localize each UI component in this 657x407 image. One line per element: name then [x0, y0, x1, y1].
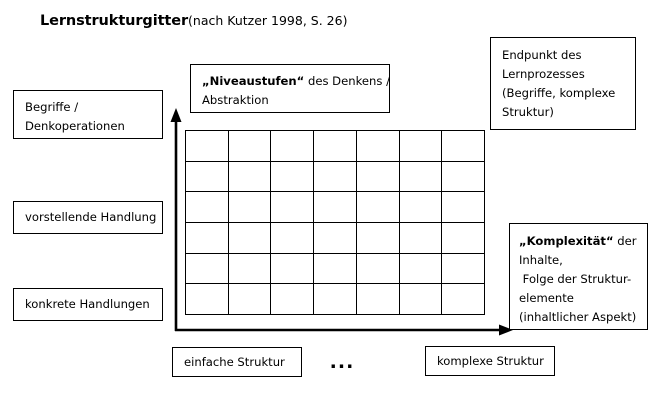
grid-cell[interactable] — [398, 221, 443, 254]
grid-cell[interactable] — [398, 283, 443, 315]
grid-cell[interactable] — [185, 191, 229, 223]
grid-cell[interactable] — [313, 252, 357, 285]
caption-bold: „Niveaustufen“ — [202, 74, 305, 88]
grid-cell[interactable] — [185, 283, 229, 315]
annotation-bold: „Komplexität“ — [519, 234, 614, 248]
grid-cell[interactable] — [227, 283, 272, 315]
grid-cell[interactable] — [355, 221, 400, 254]
caption-line: Abstraktion — [202, 93, 269, 107]
grid-cell[interactable] — [270, 160, 315, 193]
annotation-line: Lernprozesses — [502, 67, 585, 81]
x-axis-ellipsis: ... — [329, 351, 355, 373]
grid-row — [185, 160, 485, 193]
grid-cell[interactable] — [355, 160, 400, 193]
grid-cell[interactable] — [355, 252, 400, 285]
annotation-komplexitaet-inhalte: „Komplexität“ der Inhalte, Folge der Str… — [509, 223, 648, 330]
grid-cell[interactable] — [441, 221, 485, 254]
label-line: einfache Struktur — [184, 355, 285, 369]
label-line: Begriffe / — [25, 100, 79, 114]
grid-cell[interactable] — [270, 130, 315, 162]
grid-cell[interactable] — [441, 191, 485, 223]
grid-cell[interactable] — [227, 191, 272, 223]
annotation-line: Struktur) — [502, 105, 554, 119]
grid-cell[interactable] — [185, 252, 229, 285]
caption-rest: des Denkens / — [304, 74, 391, 88]
annotation-endpunkt-lernprozess: Endpunkt des Lernprozesses (Begriffe, ko… — [490, 37, 636, 130]
horizontal-axis-arrow — [175, 324, 513, 336]
annotation-line: „Komplexität“ der — [519, 232, 637, 251]
x-axis-label-einfache-struktur: einfache Struktur — [172, 347, 302, 377]
x-axis-label-komplexe-struktur: komplexe Struktur — [425, 346, 555, 376]
page-title: Lernstrukturgitter(nach Kutzer 1998, S. … — [40, 10, 347, 30]
annotation-line: (Begriffe, komplexe — [502, 86, 616, 100]
grid-row — [185, 283, 485, 315]
grid-cell[interactable] — [227, 160, 272, 193]
grid-cell[interactable] — [227, 221, 272, 254]
grid-cell[interactable] — [398, 160, 443, 193]
grid-cell[interactable] — [185, 130, 229, 162]
grid-row — [185, 252, 485, 285]
y-axis-label-vorstellende-handlung: vorstellende Handlung — [13, 201, 163, 234]
y-axis-label-begriffe-denkoperationen: Begriffe / Denkoperationen — [13, 90, 163, 139]
label-line: vorstellende Handlung — [25, 210, 157, 224]
annotation-rest: der — [613, 234, 637, 248]
grid-cell[interactable] — [441, 130, 485, 162]
grid-cell[interactable] — [313, 221, 357, 254]
grid-cell[interactable] — [313, 160, 357, 193]
annotation-line: (inhaltlicher Aspekt) — [519, 310, 637, 324]
grid-cell[interactable] — [270, 252, 315, 285]
grid-cell[interactable] — [185, 160, 229, 193]
lernstrukturgitter-grid — [185, 130, 485, 315]
grid-row — [185, 130, 485, 162]
grid-cell[interactable] — [441, 252, 485, 285]
caption-line: „Niveaustufen“ des Denkens / — [202, 72, 390, 91]
grid-cell[interactable] — [355, 283, 400, 315]
grid-cell[interactable] — [270, 221, 315, 254]
grid-cell[interactable] — [398, 130, 443, 162]
grid-cell[interactable] — [398, 191, 443, 223]
label-line: Denkoperationen — [25, 119, 125, 133]
grid-cell[interactable] — [441, 283, 485, 315]
y-axis-caption-niveaustufen: „Niveaustufen“ des Denkens / Abstraktion — [190, 64, 390, 113]
grid-cell[interactable] — [227, 130, 272, 162]
grid-cell[interactable] — [270, 191, 315, 223]
grid-cell[interactable] — [270, 283, 315, 315]
vertical-axis-arrow — [170, 108, 182, 331]
label-line: konkrete Handlungen — [25, 297, 150, 311]
grid-cell[interactable] — [441, 160, 485, 193]
annotation-line: Folge der Struktur- — [519, 272, 632, 286]
y-axis-label-konkrete-handlungen: konkrete Handlungen — [13, 288, 163, 321]
grid-cell[interactable] — [398, 252, 443, 285]
grid-cell[interactable] — [227, 252, 272, 285]
grid-cell[interactable] — [313, 191, 357, 223]
grid-cell[interactable] — [313, 283, 357, 315]
grid-row — [185, 191, 485, 223]
grid-row — [185, 221, 485, 254]
grid-cell[interactable] — [355, 191, 400, 223]
grid-cell[interactable] — [355, 130, 400, 162]
page-title-source: (nach Kutzer 1998, S. 26) — [188, 13, 348, 28]
grid-cell[interactable] — [185, 221, 229, 254]
annotation-line: Inhalte, — [519, 253, 563, 267]
annotation-line: Endpunkt des — [502, 48, 582, 62]
grid-cell[interactable] — [313, 130, 357, 162]
grid-body — [185, 130, 485, 315]
label-line: komplexe Struktur — [437, 354, 544, 368]
annotation-line: elemente — [519, 291, 574, 305]
page-title-main: Lernstrukturgitter — [40, 13, 189, 29]
